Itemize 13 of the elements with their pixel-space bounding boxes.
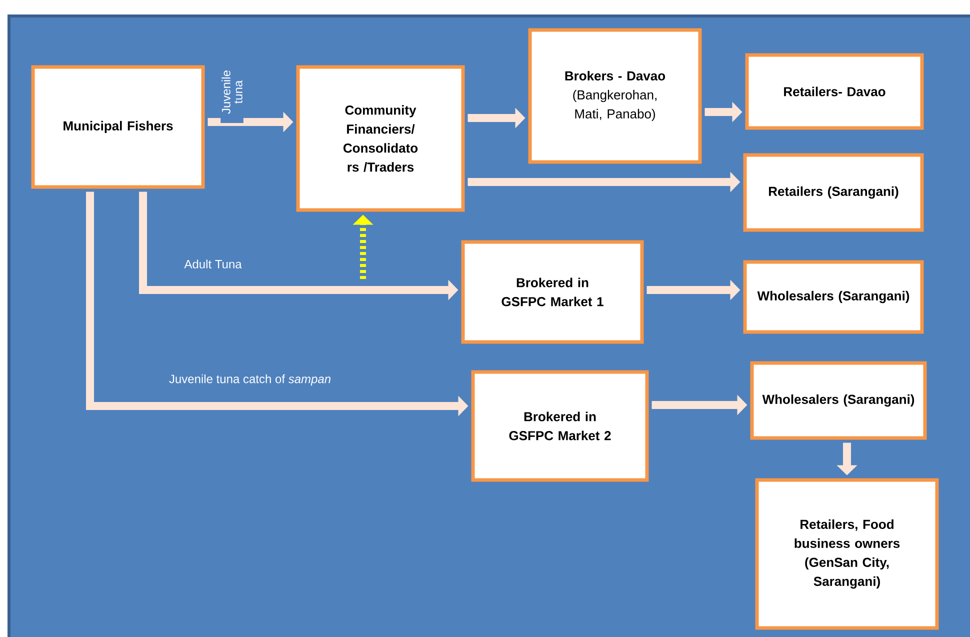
edge-label: Juvenile tuna catch of sampan bbox=[168, 373, 332, 387]
process-box: Municipal Fishers bbox=[31, 65, 205, 189]
process-box: Brokers - Davao (Bangkerohan, Mati, Panabo) bbox=[528, 28, 702, 164]
edge-label: Juvenile tuna bbox=[220, 61, 244, 123]
process-box: Retailers- Davao bbox=[745, 53, 924, 130]
process-box: Wholesalers (Sarangani) bbox=[743, 260, 924, 334]
process-box: Brokered in GSFPC Market 1 bbox=[461, 240, 644, 344]
edge-label: Adult Tuna bbox=[183, 258, 243, 270]
process-box: Retailers (Sarangani) bbox=[743, 153, 924, 232]
process-box: Brokered in GSFPC Market 2 bbox=[471, 370, 649, 482]
process-box: Wholesalers (Sarangani) bbox=[750, 361, 927, 440]
process-box: Retailers, Food business owners (GenSan City, Sarangani) bbox=[755, 478, 939, 630]
process-box: Community Financiers/ Consolidato rs /Traders bbox=[296, 65, 465, 212]
